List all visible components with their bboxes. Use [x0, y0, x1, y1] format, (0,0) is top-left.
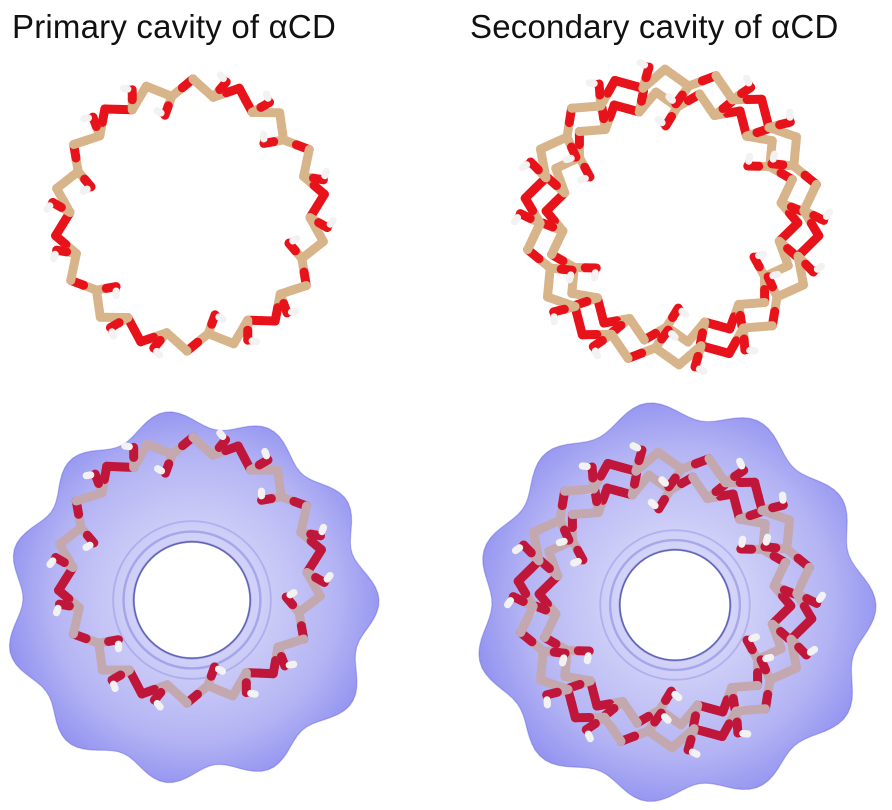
glucose-bond — [720, 494, 733, 496]
hydrogen-bond-stick — [588, 734, 590, 739]
hydrogen-bond-stick — [810, 649, 814, 652]
hydrogen-bond-stick — [595, 351, 597, 356]
hydrogen-bond-stick — [662, 480, 665, 484]
hydrogen-bond-stick — [682, 311, 686, 314]
hydrogen-bond-stick — [219, 317, 223, 319]
hydrogen-bond-stick — [740, 461, 742, 466]
hydrogen-bond-stick — [123, 88, 127, 89]
hydrogen-bond-stick — [220, 433, 223, 436]
hydrogen-bond-stick — [766, 657, 771, 658]
hydrogen-bond-stick — [633, 446, 637, 448]
hydrogen-bond-stick — [47, 206, 50, 209]
hydrogen-bond-stick — [252, 341, 256, 342]
cavity-opening — [620, 550, 730, 660]
hydrogen-bond-stick — [219, 669, 223, 671]
hydrogen-bond-stick — [675, 694, 679, 697]
hydrogen-bond-stick — [574, 561, 579, 563]
hydrogen-bond-stick — [640, 63, 644, 65]
secondary-cavity-title: Secondary cavity of αCD — [470, 8, 839, 46]
hydrogen-bond-stick — [114, 684, 116, 688]
glucose-bond — [727, 111, 740, 113]
hydrogen-bond-stick — [515, 218, 518, 222]
hydrogen-bond-stick — [773, 274, 778, 275]
hydrogen-bond-stick — [86, 545, 90, 547]
hydrogen-bond-stick — [515, 548, 519, 551]
hydrogen-bond-stick — [157, 351, 160, 354]
hydrogen-bond-stick — [265, 451, 267, 455]
hydrogen-bond-stick — [587, 656, 588, 661]
cavity-opening — [134, 542, 250, 658]
hydrogen-bond-stick — [827, 212, 830, 216]
hydrogen-bond-stick — [747, 78, 749, 83]
hydrogen-bond-stick — [820, 595, 823, 599]
primary-cavity-stick-svg — [20, 55, 360, 385]
hydrogen-bond-stick — [50, 561, 53, 564]
hydrogen-bond-stick — [752, 637, 757, 639]
hydrogen-bond-stick — [669, 97, 672, 101]
hydrogen-bond-stick — [569, 275, 570, 280]
hydrogen-bond-stick — [742, 539, 743, 544]
hydrogen-bond-stick — [559, 541, 564, 542]
hydrogen-bond-stick — [665, 717, 668, 721]
secondary-cavity-surface-svg — [460, 400, 892, 805]
hydrogen-bond-stick — [749, 156, 750, 161]
secondary-cavity-surface-model — [460, 400, 892, 805]
hydrogen-bond-stick — [773, 154, 774, 159]
hydrogen-bond-stick — [330, 221, 333, 224]
hydrogen-bond-stick — [327, 576, 330, 579]
hydrogen-bond-stick — [692, 752, 696, 754]
hydrogen-bond-stick — [86, 475, 90, 476]
hydrogen-bond-stick — [508, 601, 511, 605]
hydrogen-bond-stick — [293, 239, 297, 241]
hydrogen-bond-stick — [594, 273, 595, 278]
secondary-cavity-stick-model — [490, 55, 860, 395]
hydrogen-bond-stick — [56, 608, 58, 612]
hydrogen-bond-stick — [699, 369, 703, 371]
hydrogen-bond-stick — [157, 111, 161, 113]
hydrogen-bond-stick — [290, 593, 294, 595]
hydrogen-bond-stick — [289, 664, 293, 665]
hydrogen-bond-stick — [566, 158, 571, 159]
hydrogen-bond-stick — [220, 75, 223, 78]
secondary-cavity-stick-svg — [490, 55, 860, 395]
primary-cavity-stick-model — [20, 55, 360, 385]
hydrogen-bond-stick — [766, 537, 767, 542]
primary-cavity-surface-svg — [0, 400, 392, 805]
hydrogen-bond-stick — [672, 334, 675, 338]
hydrogen-bond-stick — [112, 332, 114, 336]
hydrogen-bond-stick — [759, 254, 764, 256]
hydrogen-bond-stick — [658, 119, 662, 122]
primary-cavity-surface-model — [0, 400, 392, 805]
hydrogen-bond-stick — [84, 118, 88, 119]
hydrogen-bond-stick — [83, 189, 87, 191]
hydrogen-bond-stick — [581, 178, 586, 180]
primary-cavity-title: Primary cavity of αCD — [12, 8, 336, 46]
hydrogen-bond-stick — [125, 446, 129, 447]
hydrogen-bond-stick — [325, 171, 327, 175]
glucose-bond — [226, 88, 239, 93]
hydrogen-bond-stick — [651, 502, 655, 505]
hydrogen-bond-stick — [522, 165, 526, 168]
hydrogen-bond-stick — [562, 658, 563, 663]
hydrogen-bond-stick — [322, 527, 324, 531]
hydrogen-bond-stick — [817, 266, 821, 269]
hydrogen-bond-stick — [266, 94, 268, 98]
hydrogen-bond-stick — [292, 311, 296, 312]
hydrogen-bond-stick — [158, 469, 162, 471]
hydrogen-bond-stick — [251, 693, 255, 694]
hydrogen-bond-stick — [157, 704, 160, 707]
hydrogen-bond-stick — [54, 254, 56, 258]
glucose-bond — [226, 446, 239, 451]
